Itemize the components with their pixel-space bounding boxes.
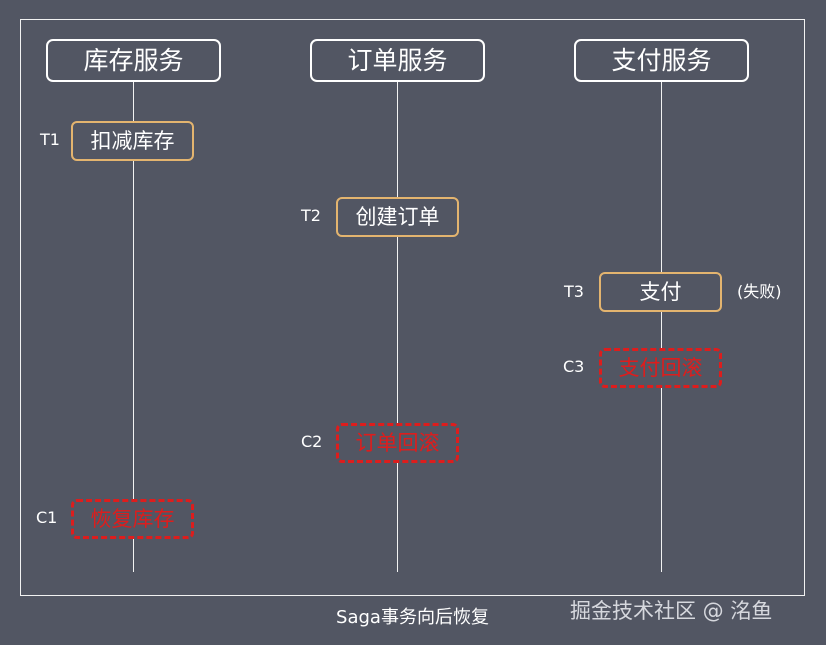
- service-order: 订单服务: [310, 39, 485, 82]
- service-inventory: 库存服务: [46, 39, 221, 82]
- lifeline-inventory: [133, 82, 134, 572]
- step-tag-t3: T3: [564, 282, 584, 301]
- lifeline-payment: [661, 82, 662, 572]
- service-payment: 支付服务: [574, 39, 749, 82]
- step-tag-t1: T1: [40, 130, 60, 149]
- step-pay: 支付: [599, 272, 722, 312]
- diagram-frame: [20, 19, 805, 596]
- step-create-order: 创建订单: [336, 197, 459, 237]
- lifeline-order: [397, 82, 398, 572]
- step-tag-c1: C1: [36, 508, 58, 527]
- diagram-caption: Saga事务向后恢复: [336, 607, 489, 628]
- step-restore-inventory: 恢复库存: [71, 499, 194, 539]
- step-tag-t2: T2: [301, 206, 321, 225]
- step-deduct-inventory: 扣减库存: [71, 121, 194, 161]
- watermark: 掘金技术社区 @ 洺鱼: [570, 599, 773, 623]
- step-payment-rollback: 支付回滚: [599, 348, 722, 388]
- step-tag-c3: C3: [563, 357, 585, 376]
- failure-note: (失败): [737, 282, 782, 301]
- step-tag-c2: C2: [301, 432, 323, 451]
- step-order-rollback: 订单回滚: [336, 423, 459, 463]
